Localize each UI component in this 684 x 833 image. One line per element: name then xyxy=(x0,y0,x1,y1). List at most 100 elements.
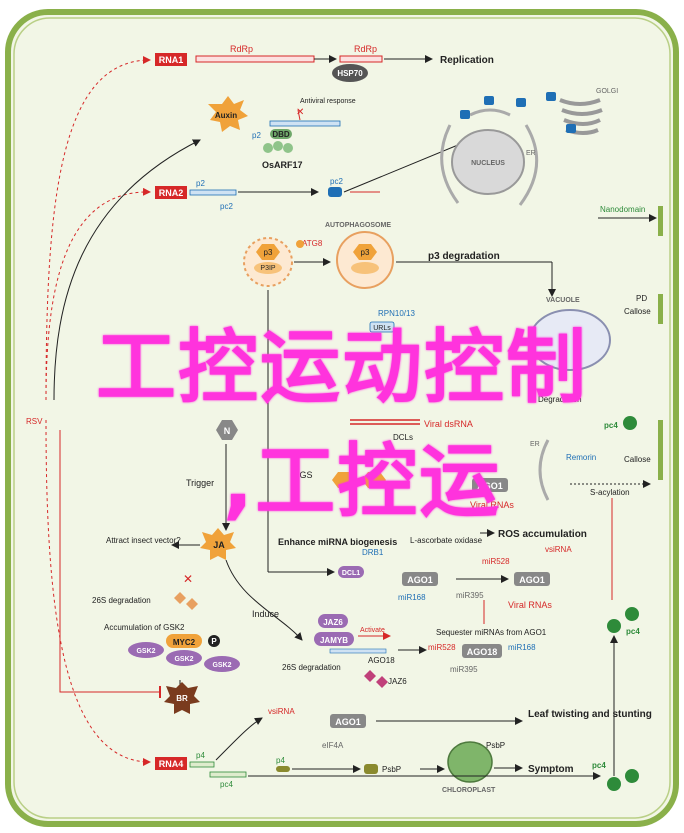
sequester-label: Sequester miRNAs from AGO1 xyxy=(436,628,547,637)
urls-box xyxy=(369,321,395,333)
dbd-label: DBD xyxy=(272,130,290,139)
pd-label: PD xyxy=(636,294,647,303)
viral-dsrna-label: Viral dsRNA xyxy=(424,419,473,429)
pc2-golgi-5 xyxy=(566,124,576,133)
pc2-to-golgi-arrow xyxy=(343,138,471,193)
chloroplast-shape xyxy=(447,741,493,783)
er-membrane-right xyxy=(538,439,550,501)
jaz6-a-shape xyxy=(318,614,348,628)
psbp-shape xyxy=(364,764,378,774)
rdrp-bar-right xyxy=(339,55,383,63)
nanodomain-label: Nanodomain xyxy=(600,205,645,214)
p3ip-right xyxy=(351,262,379,274)
auxin-label: Auxin xyxy=(215,111,237,120)
callose-membrane xyxy=(658,450,663,480)
remorin-label: Remorin xyxy=(566,453,596,462)
vacuole-label: VACUOLE xyxy=(546,297,580,304)
p4-mid-label: p4 xyxy=(276,756,285,765)
pc4-mid-dot-2 xyxy=(625,607,639,621)
symptom-label: Symptom xyxy=(528,764,574,775)
dcls-label: DCLs xyxy=(393,433,413,442)
mir395-b-label: miR395 xyxy=(450,665,478,674)
psbp-mid-label: PsbP xyxy=(382,765,401,774)
rna4-box xyxy=(155,757,187,770)
rdrp-right-label: RdRp xyxy=(354,44,377,54)
callose-top-label: Callose xyxy=(624,307,651,316)
replication-label: Replication xyxy=(440,55,494,66)
s26-degradation-a-label: 26S degradation xyxy=(92,596,151,605)
pd-membrane xyxy=(658,294,663,324)
antiviral-x-mark: ✕ xyxy=(296,107,304,118)
gsk2-a-shape xyxy=(128,642,164,658)
tgs-label: TGS xyxy=(294,470,313,480)
p4-top-label: p4 xyxy=(196,751,205,760)
p3-a-label: p3 xyxy=(264,248,273,257)
psbp-top-label: PsbP xyxy=(486,741,505,750)
p3ip-left-label: P3IP xyxy=(260,265,276,272)
rpn10-label: RPN10/13 xyxy=(378,309,415,318)
ub-diamond-4 xyxy=(376,676,388,688)
rsv-to-auxin xyxy=(53,139,201,401)
pc2-golgi-3 xyxy=(546,92,556,101)
br-star xyxy=(164,682,200,714)
rsv-to-rna2 xyxy=(45,187,151,401)
autophagosome-label: AUTOPHAGOSOME xyxy=(325,222,391,229)
watermark-line-2: ,工控运 xyxy=(222,435,502,528)
mir528-a-label: miR528 xyxy=(482,557,510,566)
atg8-label: ATG8 xyxy=(302,239,323,248)
golgi-label: GOLGI xyxy=(596,88,618,95)
induce-label: Induce xyxy=(252,609,279,619)
osarf17-bead-1 xyxy=(263,143,273,153)
dcl1-shape xyxy=(338,566,364,578)
enhance-mirna-label: Enhance miRNA biogenesis xyxy=(278,537,397,547)
pc4-bottom-right-label: pc4 xyxy=(592,761,606,770)
gsk2-c-label: GSK2 xyxy=(212,662,231,669)
s-acylation-label: S-acylation xyxy=(590,488,630,497)
atg8-dot xyxy=(296,240,304,248)
er-right-label: ER xyxy=(530,441,540,448)
ago1-c-box xyxy=(514,572,550,586)
elf4a-label: eIF4A xyxy=(322,741,344,750)
rsv-to-br-inhibit xyxy=(59,430,160,693)
osarf17-bead-2 xyxy=(273,141,283,151)
pc4-mid-dot-1 xyxy=(607,619,621,633)
p3-a-shape xyxy=(256,244,280,260)
dcl1-label: DCL1 xyxy=(342,570,360,577)
p3-degradation-label: p3 degradation xyxy=(428,251,500,262)
viral-rnas-a-label: Viral RNAs xyxy=(470,500,514,510)
p2-bar xyxy=(189,189,237,196)
degradation-x-mark: ✕ xyxy=(183,572,193,586)
leaf-twisting-label: Leaf twisting and stunting xyxy=(528,709,652,720)
s26-degradation-b-label: 26S degradation xyxy=(282,663,341,672)
pc4-right-label: pc4 xyxy=(604,421,618,430)
gsk2-a-label: GSK2 xyxy=(136,648,155,655)
hsp70-label: HSP70 xyxy=(337,69,363,78)
ub-diamond-3 xyxy=(364,670,376,682)
jamyb-shape xyxy=(314,632,354,646)
vacuole-shape xyxy=(529,309,611,371)
accumulation-gsk2-label: Accumulation of GSK2 xyxy=(104,623,185,632)
pc4-mid-label: pc4 xyxy=(626,627,640,636)
rsv-to-rna1 xyxy=(45,56,151,401)
gsk2-b-shape xyxy=(166,650,202,666)
n-badge-label: N xyxy=(224,426,231,436)
hsp70-shape xyxy=(332,64,368,82)
pc2-right-label: pc2 xyxy=(330,177,343,186)
chloroplast-label: CHLOROPLAST xyxy=(442,787,496,794)
pc4-bar xyxy=(209,771,247,778)
nanodomain-membrane xyxy=(658,206,663,236)
attract-insect-label: Attract insect vector? xyxy=(106,536,181,545)
mir168-b-label: miR168 xyxy=(508,643,536,652)
pc2-golgi-1 xyxy=(484,96,494,105)
ago1-b-label: AGO1 xyxy=(407,575,433,585)
br-label: BR xyxy=(176,694,188,703)
pc4-bottom-left-label: pc4 xyxy=(220,780,233,789)
tgs-p3-2 xyxy=(362,472,386,488)
ja-label: JA xyxy=(213,540,225,550)
viral-rnas-b-label: Viral RNAs xyxy=(508,600,552,610)
l-ascorbate-label: L-ascorbate oxidase xyxy=(410,536,483,545)
osarf17-bead-3 xyxy=(283,143,293,153)
pc4-bottom-dot-2 xyxy=(625,769,639,783)
er-membrane-top xyxy=(440,108,539,206)
tgs-p3 xyxy=(332,472,356,488)
